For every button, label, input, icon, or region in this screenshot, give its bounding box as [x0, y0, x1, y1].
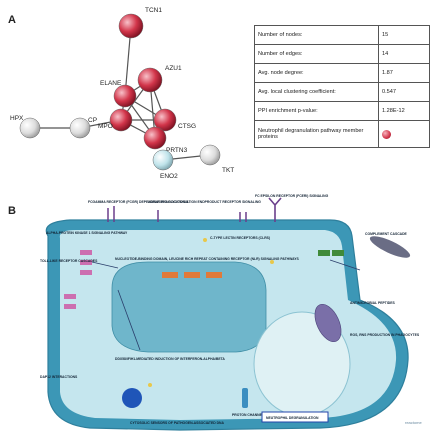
- protein-box: [162, 272, 178, 278]
- node-tcn1: [118, 13, 144, 39]
- label-alpha: ALPHA-PROTEIN KINASE 1 SIGNALING PATHWAY: [46, 231, 128, 235]
- proton-channel-icon: [242, 388, 248, 408]
- fcer-receptor-icon: [268, 197, 282, 222]
- node-label-prtn3: PRTN3: [166, 147, 188, 154]
- protein-box: [206, 272, 222, 278]
- protein-box: [332, 250, 344, 256]
- label-amp: ANTIMICROBIAL PEPTIDES: [350, 301, 396, 305]
- label-tlr: TOLL-LIKE RECEPTOR CASCADES: [40, 259, 98, 263]
- protein-box: [64, 294, 76, 299]
- legend-cell: [378, 120, 430, 148]
- protein-box: [64, 304, 76, 309]
- node-label-eno2: ENO2: [160, 173, 178, 180]
- stat-label: Neutrophil degranulation pathway member …: [254, 120, 379, 148]
- member-protein-legend-icon: [382, 129, 391, 139]
- label-neutrophil-degranulation: NEUTROPHIL DEGRANULATION: [266, 416, 319, 420]
- label-proton: PROTON CHANNEL: [232, 413, 264, 417]
- arrow: [91, 261, 119, 269]
- node-label-azu1: AZU1: [165, 65, 182, 72]
- protein-box: [80, 260, 92, 265]
- label-fcgr: FCGAMMA RECEPTOR (FCGR) DEPENDENT PHAGOC…: [88, 200, 189, 204]
- bacterium-icon: [369, 236, 411, 258]
- node-cp: [69, 117, 91, 139]
- neutrophil-degranulation-highlight: [261, 411, 329, 423]
- arrow: [117, 289, 141, 351]
- reactome-logo: reactome: [405, 420, 422, 425]
- node-mpo: [109, 108, 133, 132]
- label-complement: COMPLEMENT CASCADE: [365, 232, 408, 236]
- label-ros: ROS, RNS PRODUCTION IN PHAGOCYTES: [350, 333, 420, 337]
- node-prtn3: [143, 126, 167, 150]
- label-age: ADVANCED GLYCOSYLATION ENDPRODUCT RECEPT…: [148, 200, 261, 204]
- granule: [203, 238, 207, 242]
- node-label-cp: CP: [88, 117, 97, 124]
- label-fcer: FC EPSILON RECEPTOR (FCERI) SIGNALING: [255, 194, 329, 198]
- label-clr: C-TYPE LECTIN RECEPTORS (CLRS): [210, 236, 270, 240]
- node-label-tcn1: TCN1: [145, 7, 162, 14]
- arrow: [329, 259, 361, 271]
- node-elane: [113, 84, 137, 108]
- granule: [270, 260, 274, 264]
- label-dap12: DAP12 INTERACTIONS: [40, 375, 78, 379]
- vesicle: [122, 388, 142, 408]
- node-azu1: [137, 67, 163, 93]
- protein-box: [80, 250, 92, 255]
- nucleus: [111, 261, 267, 353]
- mitochondrion: [314, 303, 342, 343]
- fcgr-receptor-icon: [107, 206, 115, 222]
- panel-a-letter: A: [8, 14, 16, 26]
- clr-receptor-icon: [239, 212, 247, 222]
- protein-box: [318, 250, 330, 256]
- node-tkt: [199, 144, 221, 166]
- node-label-elane: ELANE: [100, 80, 122, 87]
- protein-box: [184, 272, 200, 278]
- protein-box: [80, 270, 92, 275]
- node-ctsg: [153, 108, 177, 132]
- node-hpx: [19, 117, 41, 139]
- node-label-tkt: TKT: [222, 167, 234, 174]
- node-label-ctsg: CTSG: [178, 123, 196, 130]
- network-stats-table: Number of nodes:15 Number of edges:14 Av…: [254, 25, 430, 148]
- label-dai: DDX58/IFIH1-MEDIATED INDUCTION OF INTERF…: [115, 357, 225, 361]
- label-nlr: NUCLEOTIDE-BINDING DOMAIN, LEUCINE RICH …: [115, 257, 300, 261]
- node-eno2: [152, 149, 174, 171]
- panel-b-letter: B: [8, 205, 16, 217]
- node-label-mpo: MPO: [98, 123, 113, 130]
- granule: [148, 383, 152, 387]
- label-cytosolic: CYTOSOLIC SENSORS OF PATHOGEN-ASSOCIATED…: [130, 421, 224, 425]
- node-label-hpx: HPX: [10, 115, 24, 122]
